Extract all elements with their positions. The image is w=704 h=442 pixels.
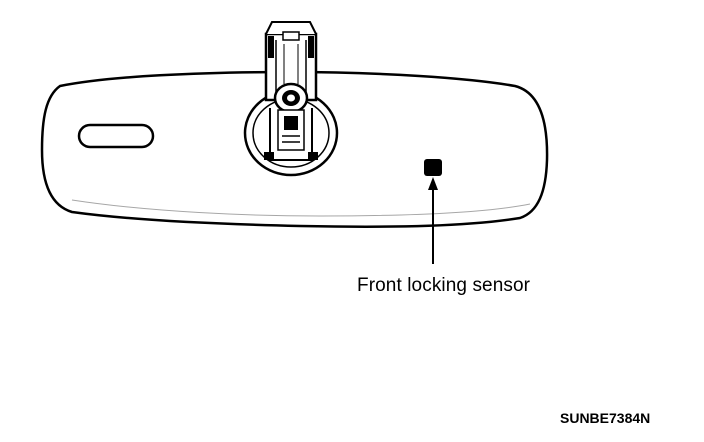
sensor-arrowhead [428, 177, 438, 190]
mirror-slot [77, 123, 155, 149]
mount-lower-bracket [264, 108, 318, 161]
mount-stem [264, 21, 318, 102]
front-locking-sensor [424, 159, 442, 176]
mount-pivot [273, 82, 309, 114]
mirror-housing-lower-edge [71, 199, 531, 217]
sensor-callout-label: Front locking sensor [357, 275, 531, 296]
figure-code: SUNBE7384N [560, 410, 651, 426]
